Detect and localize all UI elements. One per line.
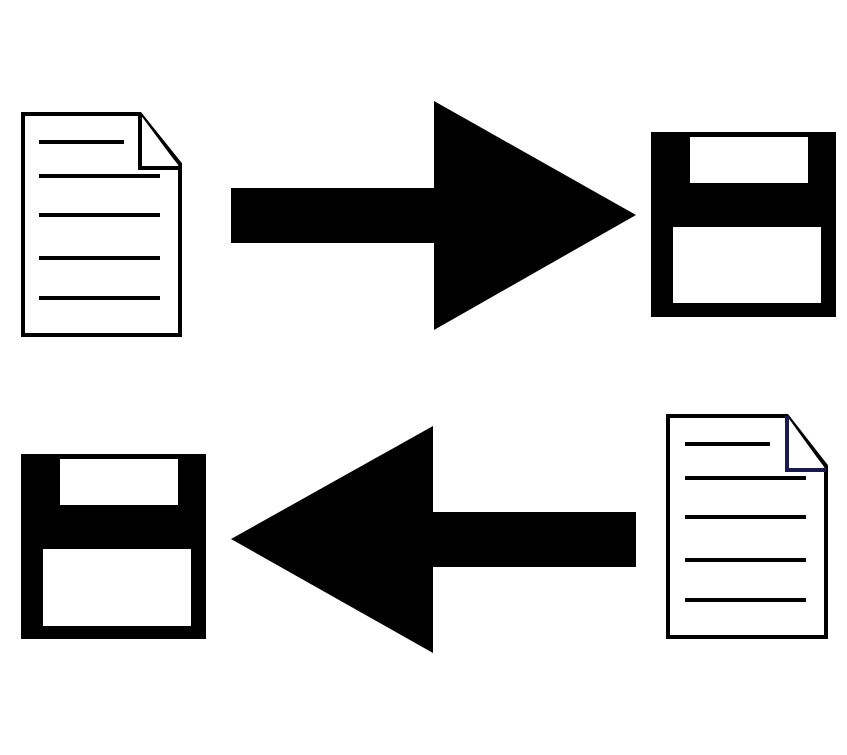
document-icon: [21, 112, 182, 337]
floppy-disk-icon: [651, 132, 836, 317]
right-arrow-icon: [231, 101, 636, 330]
floppy-disk-icon-2: [21, 454, 206, 639]
document-icon-2: [666, 414, 828, 639]
left-arrow-icon: [231, 426, 636, 653]
